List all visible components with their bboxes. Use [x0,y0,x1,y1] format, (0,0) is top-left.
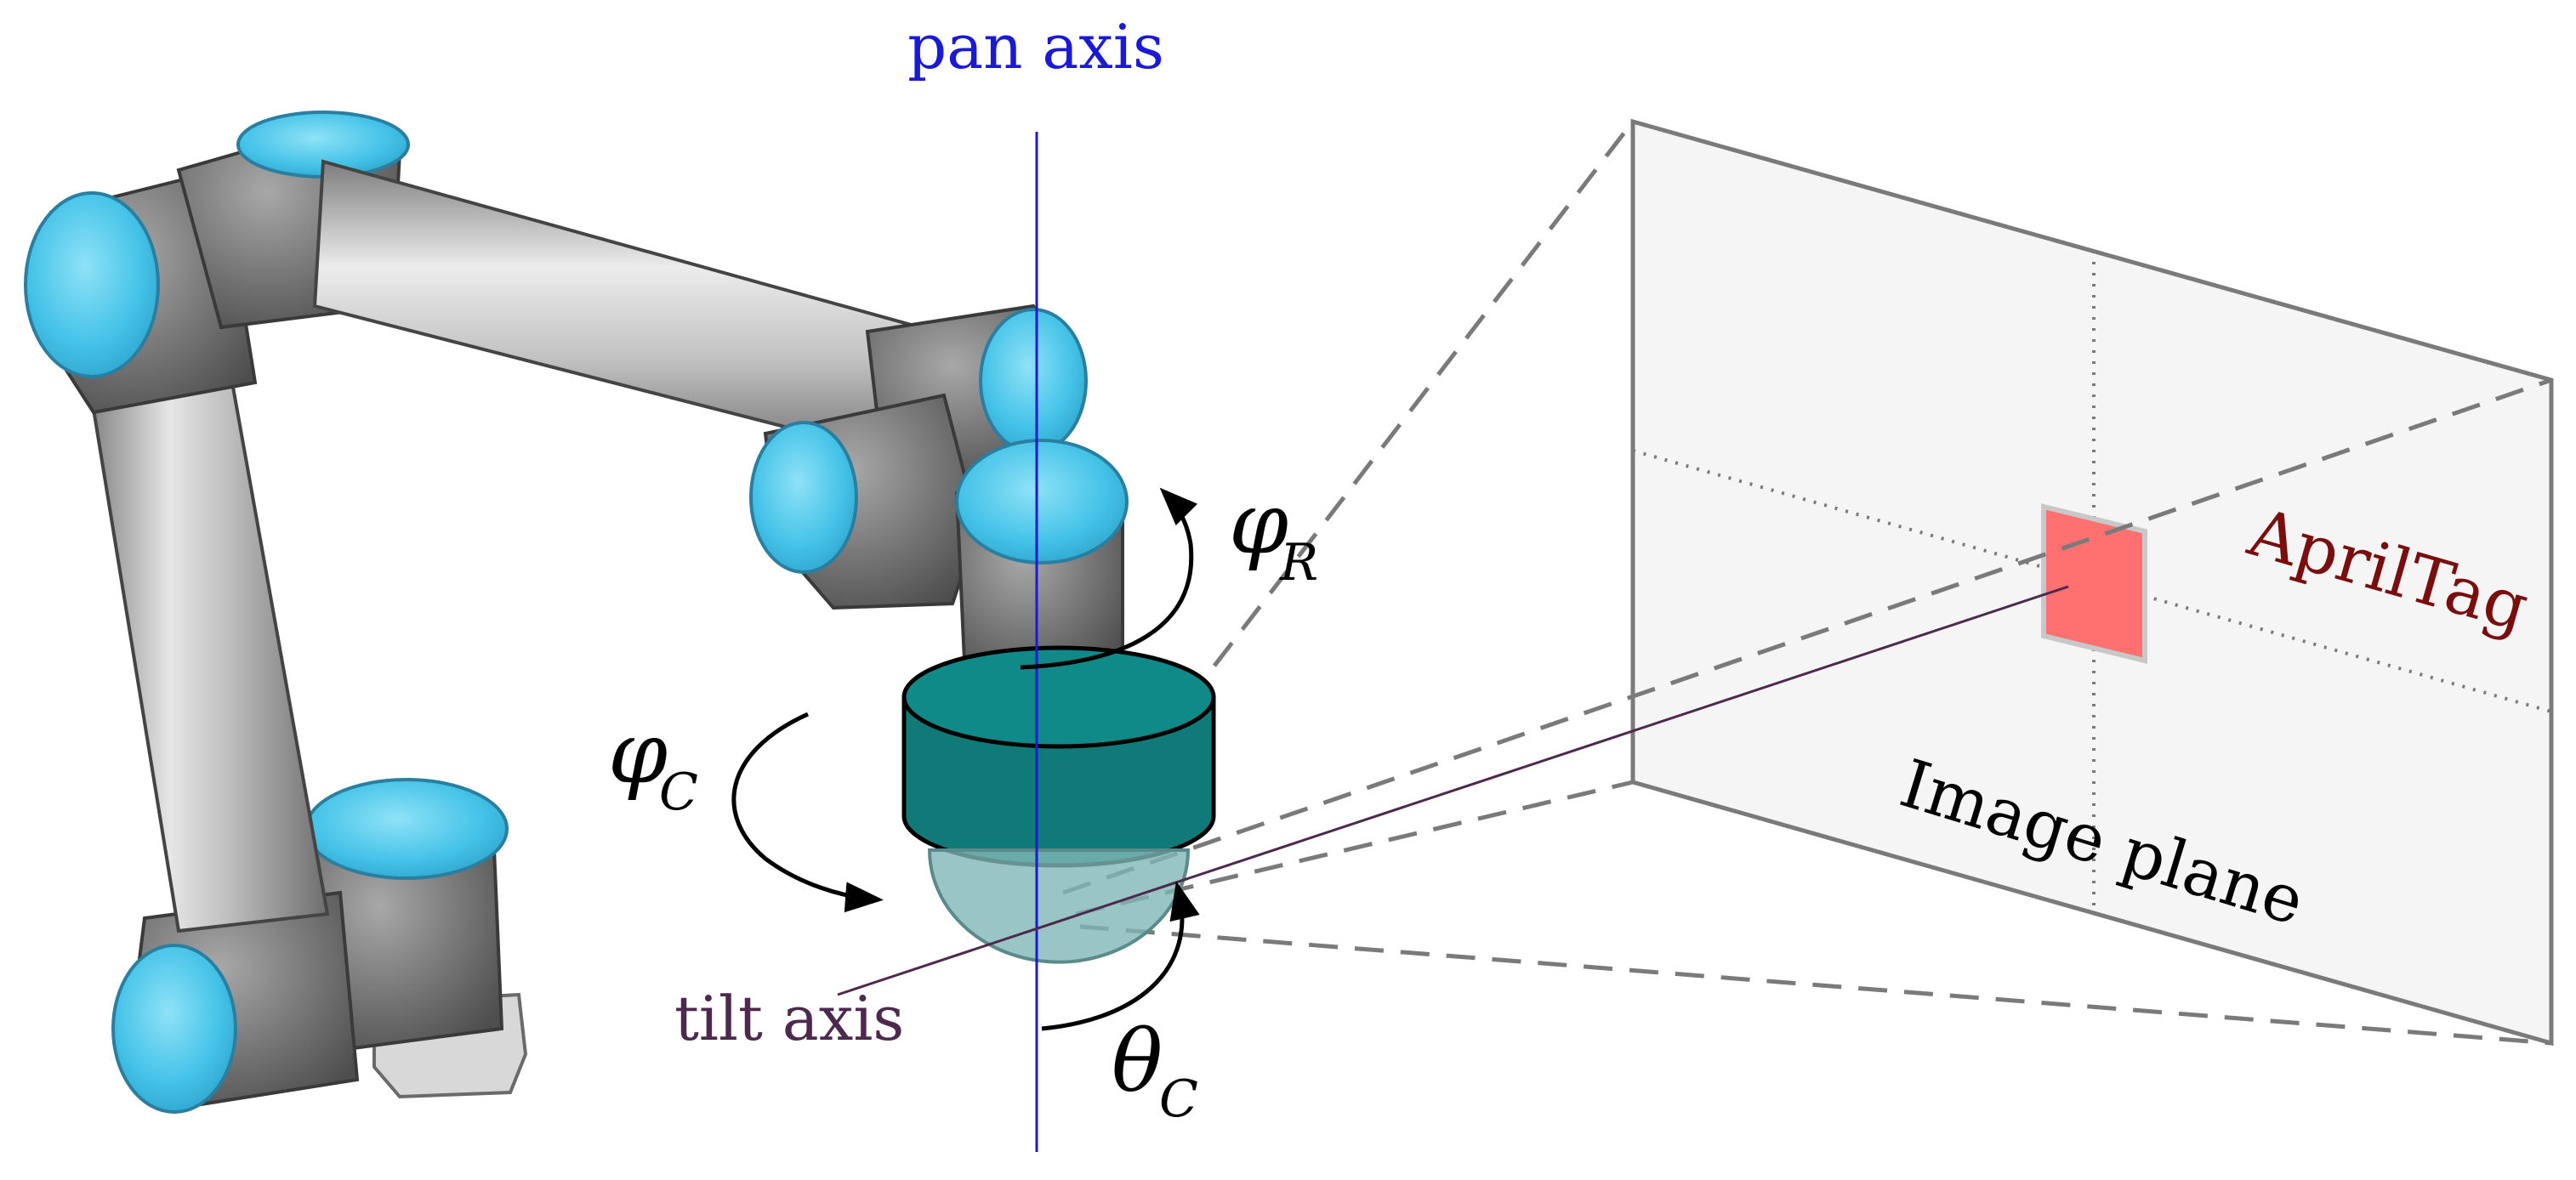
phi-c-symbol: φ [608,703,668,803]
robot-wrist-1-cap [979,308,1088,454]
robot-lower-left-cap [111,944,237,1114]
robot-arm [24,111,1129,1114]
frustum-top-right-ray [1062,377,2552,895]
theta-c-subscript: C [1159,1069,1198,1129]
frustum-top-left-ray [1185,120,1635,704]
robot-wrist-3-cap [955,439,1129,564]
theta-c-symbol: θ [1112,1012,1163,1111]
phi-r-label: φ R [1229,474,1318,593]
camera-lens-dome [927,848,1191,964]
robot-wrist-2-cap [749,421,858,574]
pan-axis-label: pan axis [907,11,1164,82]
phi-c-label: φ C [608,703,698,822]
phi-c-subscript: C [659,763,698,822]
robot-top-left-cap [24,191,160,378]
robot-shoulder-top-cap [304,778,509,880]
robot-upper-arm-link [82,342,330,933]
apriltag-marker [2041,503,2147,664]
phi-r-subscript: R [1279,533,1318,593]
frustum-bottom-right-ray [1079,924,2552,1046]
phi-r-rotation-arrow [1020,487,1198,670]
theta-c-rotation-arrow [1041,881,1200,1031]
pan-tilt-camera [901,645,1216,964]
phi-r-symbol: φ [1229,474,1288,573]
tilt-axis-line [837,585,2069,996]
tilt-axis-label: tilt axis [674,983,904,1054]
phi-c-rotation-arrow [731,712,884,913]
camera-housing-top [901,645,1216,749]
theta-c-label: θ C [1112,1012,1198,1129]
